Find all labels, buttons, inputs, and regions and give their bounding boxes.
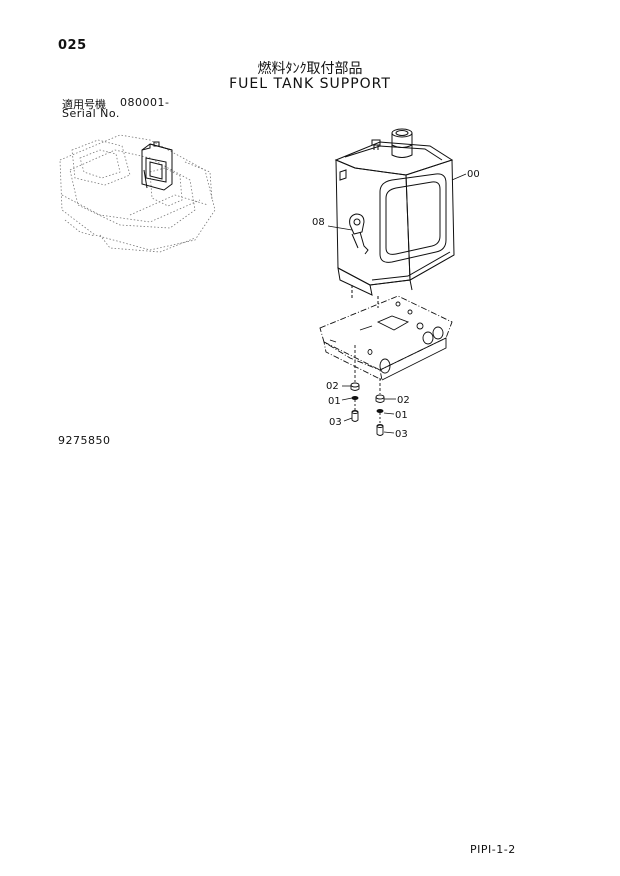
title-english: FUEL TANK SUPPORT	[229, 76, 391, 92]
leader-lines	[327, 173, 467, 434]
serial-value: 080001-	[120, 96, 170, 109]
page-number: 025	[58, 38, 87, 53]
fuel-tank-illustration	[334, 128, 455, 308]
serial-label-japanese: 適用号機	[62, 98, 106, 111]
footer-code: PIPI-1-2	[470, 843, 516, 856]
fastener-stack-right	[375, 378, 385, 436]
callout-08: 08	[312, 217, 325, 228]
title-japanese: 燃料ﾀﾝｸ取付部品	[257, 61, 363, 77]
fastener-stack-left	[350, 345, 360, 422]
callout-02-right: 02	[397, 395, 410, 406]
callout-00: 00	[467, 169, 480, 180]
tank-highlight-thumbnail	[141, 141, 173, 191]
callout-01-right: 01	[395, 410, 408, 421]
frame-base-illustration	[319, 295, 453, 381]
part-id-number: 9275850	[58, 434, 111, 447]
callout-02-left: 02	[326, 381, 339, 392]
callout-01-left: 01	[328, 396, 341, 407]
machine-overview-illustration	[59, 134, 216, 253]
callout-03-right: 03	[395, 429, 408, 440]
callout-03-left: 03	[329, 417, 342, 428]
serial-label-english: Serial No.	[62, 107, 120, 120]
